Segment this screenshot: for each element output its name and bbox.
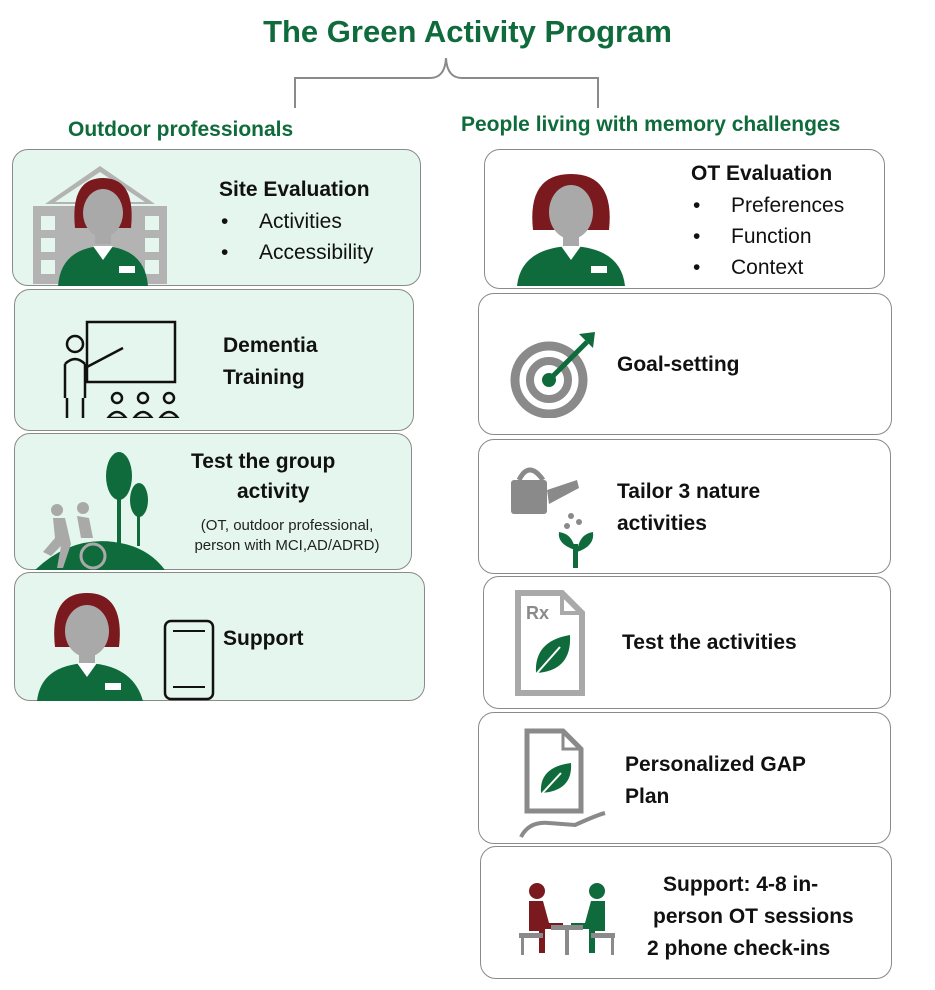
gap-plan-line1: Personalized GAP [625, 753, 806, 776]
test-group-participants: (OT, outdoor professional, person with M… [194, 517, 380, 555]
dementia-training-line1: Dementia [223, 334, 318, 357]
list-item: •Preferences [693, 194, 845, 217]
diagram-title: The Green Activity Program [263, 14, 672, 49]
right-support-line3: 2 phone check-ins [647, 937, 831, 960]
goal-setting-label: Goal-setting [617, 353, 740, 376]
test-activities-box: Rx Test the activities [483, 576, 891, 709]
dementia-training-line2: Training [223, 366, 305, 389]
list-item: •Function [693, 225, 812, 248]
tailor-line2: activities [617, 512, 707, 535]
goal-setting-box: Goal-setting [478, 293, 892, 435]
site-evaluation-list: •Activities •Accessibility [221, 206, 373, 268]
left-column-heading: Outdoor professionals [68, 118, 294, 141]
left-support-box: Support [14, 572, 425, 701]
specialist-with-tablet-icon [37, 593, 215, 701]
dementia-training-box: Dementia Training [14, 289, 414, 431]
ot-evaluation-title: OT Evaluation [691, 162, 833, 185]
tailor-activities-box: Tailor 3 nature activities [478, 439, 891, 574]
site-evaluation-title: Site Evaluation [219, 178, 370, 201]
tailor-line1: Tailor 3 nature [617, 480, 761, 503]
school-building-person-icon [33, 166, 167, 286]
therapy-session-icon [519, 883, 615, 955]
title-bracket [294, 57, 599, 108]
rx-mark: Rx [526, 603, 549, 623]
ot-evaluation-list: •Preferences •Function •Context [693, 190, 844, 283]
left-support-label: Support [223, 627, 304, 650]
list-item: •Activities [221, 210, 342, 233]
plan-in-hand-icon [519, 728, 606, 838]
presentation-classroom-icon [63, 320, 180, 418]
gap-plan-box: Personalized GAP Plan [478, 712, 891, 844]
list-item: •Accessibility [221, 241, 374, 264]
right-support-box: Support: 4-8 in- person OT sessions 2 ph… [480, 846, 892, 979]
outdoor-group-activity-icon [35, 452, 165, 570]
site-evaluation-box: Site Evaluation •Activities •Accessibili… [12, 149, 421, 286]
test-activities-label: Test the activities [622, 631, 797, 654]
prescription-leaf-icon: Rx [515, 590, 585, 696]
test-group-activity-box: Test the group activity (OT, outdoor pro… [14, 433, 412, 570]
right-column-heading: People living with memory challenges [461, 113, 841, 136]
test-group-line2: activity [237, 480, 310, 503]
list-item: •Context [693, 256, 804, 279]
occupational-therapist-icon [517, 174, 625, 286]
target-arrow-icon [510, 332, 595, 418]
right-support-line1: Support: 4-8 in- [663, 873, 819, 896]
ot-evaluation-box: OT Evaluation •Preferences •Function •Co… [484, 149, 885, 289]
gap-plan-line2: Plan [625, 785, 670, 808]
watering-can-plant-icon [511, 467, 594, 568]
test-group-line1: Test the group [191, 450, 336, 473]
right-support-line2: person OT sessions [653, 905, 854, 928]
